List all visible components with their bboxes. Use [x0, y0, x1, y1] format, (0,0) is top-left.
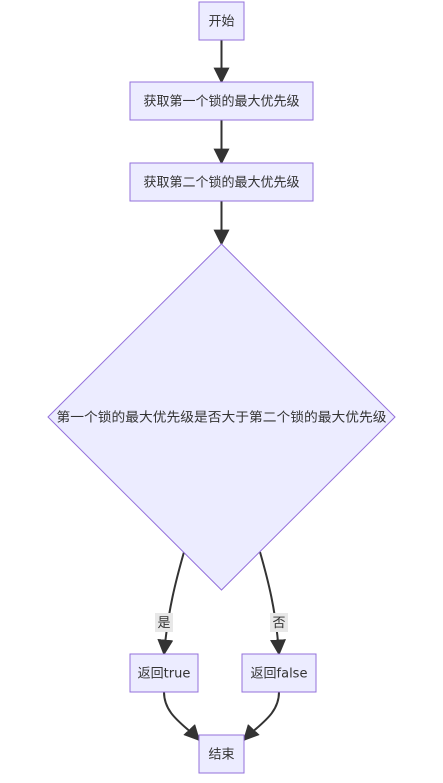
edge-label-yes-text: 是 — [157, 616, 170, 631]
node-get-second-lock-priority-label: 获取第二个锁的最大优先级 — [143, 175, 299, 191]
node-get-first-lock-priority-label: 获取第一个锁的最大优先级 — [143, 94, 299, 110]
node-decision-label: 第一个锁的最大优先级是否大于第二个锁的最大优先级 — [57, 410, 387, 426]
node-return-false: 返回false — [241, 653, 317, 693]
node-end: 结束 — [198, 734, 245, 774]
edge-label-no-text: 否 — [272, 616, 285, 631]
edge-decision-to-true — [157, 551, 185, 656]
node-end-label: 结束 — [208, 748, 234, 763]
node-decision: 第一个锁的最大优先级是否大于第二个锁的最大优先级 — [47, 243, 396, 591]
edge-label-no: 否 — [270, 613, 288, 632]
edge-false-to-end — [242, 691, 280, 742]
node-get-second-lock-priority: 获取第二个锁的最大优先级 — [129, 162, 314, 202]
edge-true-to-end — [163, 691, 201, 742]
edge-label-yes: 是 — [155, 613, 173, 632]
node-return-true-label: 返回true — [138, 667, 191, 682]
node-get-first-lock-priority: 获取第一个锁的最大优先级 — [129, 81, 314, 121]
node-start: 开始 — [198, 1, 245, 41]
node-start-label: 开始 — [208, 15, 234, 30]
node-return-true: 返回true — [129, 653, 199, 693]
edges — [157, 40, 286, 742]
node-return-false-label: 返回false — [251, 667, 308, 682]
edge-decision-to-false — [259, 551, 286, 656]
